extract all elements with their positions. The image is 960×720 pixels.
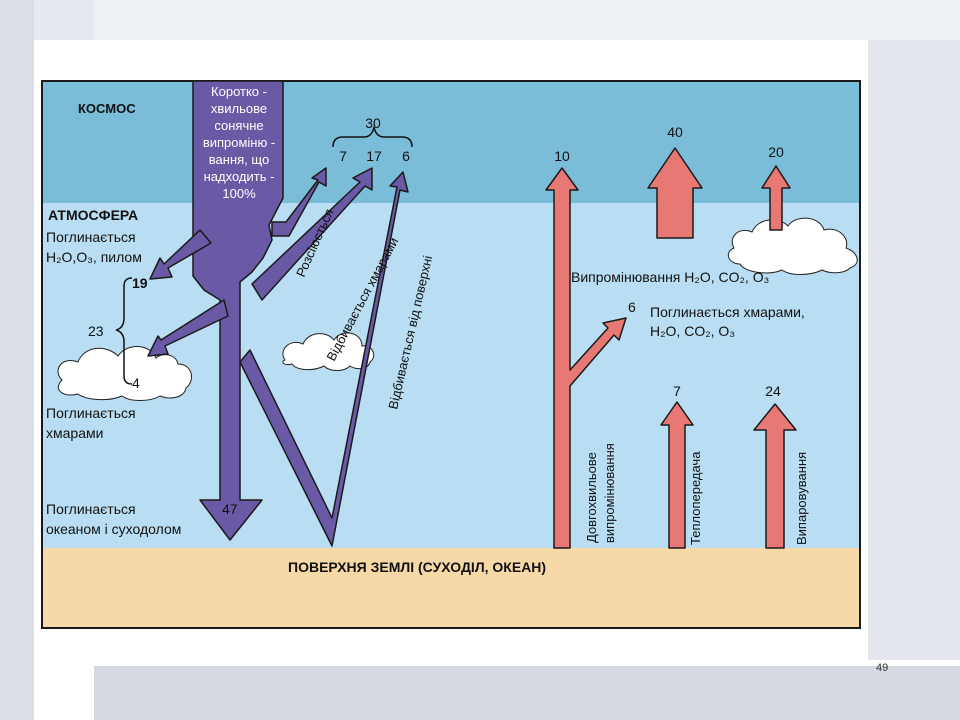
shortwave-source-line-7: 100%: [222, 186, 256, 201]
shortwave-source-line-1: Коротко -: [211, 84, 267, 99]
reflected-total-value: 30: [365, 115, 381, 131]
scattered-value: 7: [339, 148, 347, 164]
reflected-total-brace: [332, 126, 413, 148]
longwave-absorbed-line-2: H₂O, CO₂, O₃: [650, 323, 735, 339]
absorbed-total-value: 23: [88, 323, 104, 339]
page-number: 49: [876, 662, 889, 674]
diagram-frame: [41, 80, 861, 629]
space-zone: [42, 81, 860, 203]
longwave-emitted-value: 10: [554, 148, 570, 164]
surface-label: ПОВЕРХНЯ ЗЕМЛІ (СУХОДІЛ, ОКЕАН): [288, 559, 546, 575]
absorbed-atmosphere-line-1: Поглинається: [46, 229, 136, 245]
atmosphere-label: АТМОСФЕРА: [48, 207, 138, 223]
heat-transfer-value: 7: [673, 383, 681, 399]
absorbed-atmosphere-value: 19: [132, 275, 148, 291]
background-bottom-band: [94, 666, 960, 720]
heat-transfer-arrow: [660, 401, 694, 549]
surface-reflected-value: 6: [402, 148, 410, 164]
background-left-bar: [0, 0, 34, 720]
absorbed-total-brace: [115, 277, 133, 385]
shortwave-source-label: Коротко - хвильове сонячне випроміню - в…: [203, 84, 275, 201]
longwave-label-line-2: випромінювання: [602, 443, 617, 543]
cloud-longwave-emission: [727, 217, 858, 275]
cloud-shortwave-reflection: [282, 332, 375, 371]
shortwave-source-line-2: хвильове: [211, 101, 267, 116]
absorbed-surface-line-2: океаном і суходолом: [46, 521, 181, 537]
shortwave-source-line-6: надходить -: [204, 169, 275, 184]
longwave-cloud-emission-arrow: [761, 165, 791, 231]
cloud-absorbing: [57, 346, 193, 401]
evaporation-arrow: [753, 403, 797, 549]
longwave-label-line-1: Довгохвильове: [584, 452, 599, 543]
shortwave-source-line-5: вання, що: [209, 152, 269, 167]
longwave-absorbed-value: 6: [628, 299, 636, 315]
absorbed-surface-line-1: Поглинається: [46, 501, 136, 517]
shortwave-surface-reflected-arrow: [239, 171, 409, 547]
shortwave-source-line-3: сонячне: [214, 118, 263, 133]
background-right-bar: [868, 40, 960, 660]
evaporation-label: Випаровування: [794, 452, 809, 545]
background-left-band: [34, 0, 94, 40]
shortwave-scattered-arrow: [271, 167, 327, 237]
emission-label: Випромінювання H₂O, CO₂, O₃: [571, 269, 769, 285]
shortwave-absorbed-clouds-arrow: [147, 299, 229, 357]
heat-transfer-label: Теплопередача: [688, 451, 703, 545]
shortwave-source-line-4: випроміню -: [203, 135, 275, 150]
shortwave-cloud-reflected-arrow: [251, 167, 373, 301]
shortwave-absorbed-atmosphere-arrow: [149, 229, 212, 280]
absorbed-atmosphere-line-2: H₂O,O₃, пилом: [46, 249, 142, 265]
absorbed-clouds-line-2: хмарами: [46, 425, 103, 441]
longwave-absorbed-line-1: Поглинається хмарами,: [650, 304, 805, 320]
absorbed-surface-value: 47: [222, 501, 238, 517]
cloud-reflected-value: 17: [366, 148, 382, 164]
absorbed-clouds-line-1: Поглинається: [46, 405, 136, 421]
shortwave-main-arrow: [192, 80, 284, 541]
longwave-atmosphere-emission-arrow: [647, 147, 703, 239]
longwave-surface-emission-arrow: [545, 167, 627, 549]
space-label: КОСМОС: [78, 101, 136, 116]
absorbed-clouds-value: 4: [132, 375, 140, 391]
background-top-band: [94, 0, 960, 40]
evaporation-value: 24: [765, 383, 781, 399]
cloud-emission-value: 20: [768, 144, 784, 160]
surface-zone: [42, 548, 860, 628]
atmosphere-emission-value: 40: [667, 124, 683, 140]
